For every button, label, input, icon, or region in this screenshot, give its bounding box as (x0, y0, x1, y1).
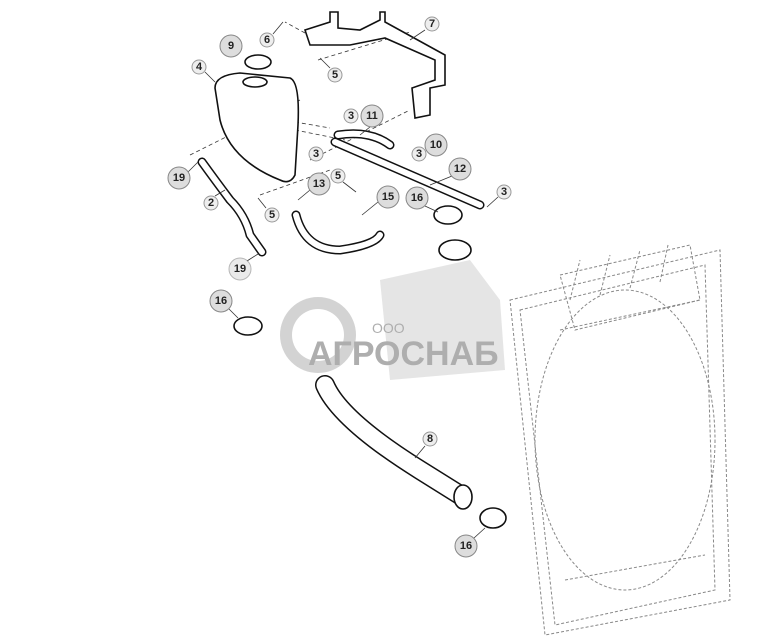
callout-16: 16 (405, 186, 439, 213)
mounting-bracket (303, 11, 446, 119)
callout-5: 5 (257, 197, 280, 223)
callout-13: 13 (297, 172, 331, 201)
callout-12: 12 (429, 157, 472, 186)
svg-text:3: 3 (501, 186, 507, 198)
callout-15: 15 (361, 185, 400, 216)
svg-text:8: 8 (427, 433, 433, 445)
svg-text:16: 16 (215, 295, 227, 307)
callout-10: 10 (424, 133, 448, 157)
svg-text:3: 3 (416, 148, 422, 160)
callout-3: 3 (308, 146, 324, 162)
watermark-prefix: ООО (372, 320, 405, 336)
svg-text:15: 15 (382, 191, 394, 203)
callout-19: 19 (228, 253, 259, 281)
svg-text:2: 2 (208, 197, 214, 209)
callout-5: 5 (330, 168, 357, 193)
callout-9: 9 (219, 34, 243, 58)
callout-4: 4 (191, 59, 216, 83)
callout-19: 19 (167, 161, 199, 190)
callout-6: 6 (259, 21, 284, 48)
filler-cap (244, 54, 272, 70)
watermark-name: АГРОСНАБ (308, 335, 499, 373)
hose-clamps (233, 205, 507, 529)
svg-text:16: 16 (460, 540, 472, 552)
svg-text:4: 4 (196, 61, 203, 73)
svg-text:6: 6 (264, 34, 270, 46)
callout-3: 3 (411, 146, 427, 162)
svg-text:5: 5 (335, 170, 341, 182)
svg-text:10: 10 (430, 139, 442, 151)
svg-text:5: 5 (332, 69, 338, 81)
hoses (197, 129, 485, 510)
callout-16: 16 (209, 289, 239, 319)
svg-text:19: 19 (234, 263, 246, 275)
svg-text:16: 16 (411, 192, 423, 204)
callouts: 9 6 7 4 5 3 11 3 10 3 12 19 2 5 13 5 15 … (167, 16, 512, 558)
svg-text:9: 9 (228, 40, 234, 52)
svg-text:13: 13 (313, 178, 325, 190)
svg-text:5: 5 (269, 209, 275, 221)
svg-text:3: 3 (348, 110, 354, 122)
svg-text:19: 19 (173, 172, 185, 184)
callout-2: 2 (203, 189, 226, 211)
callout-3: 3 (486, 184, 512, 208)
callout-8: 8 (414, 431, 438, 459)
callout-16: 16 (454, 527, 486, 558)
svg-text:3: 3 (313, 148, 319, 160)
svg-text:7: 7 (429, 18, 435, 30)
callout-5: 5 (319, 57, 343, 83)
svg-text:12: 12 (454, 163, 466, 175)
callout-11: 11 (359, 104, 384, 136)
agrosnab-watermark: ООО АГРОСНАБ (280, 260, 505, 380)
expansion-tank (214, 72, 300, 183)
callout-7: 7 (409, 16, 440, 41)
callout-3: 3 (343, 108, 359, 124)
svg-text:11: 11 (366, 110, 378, 122)
radiator-shroud (509, 244, 731, 636)
